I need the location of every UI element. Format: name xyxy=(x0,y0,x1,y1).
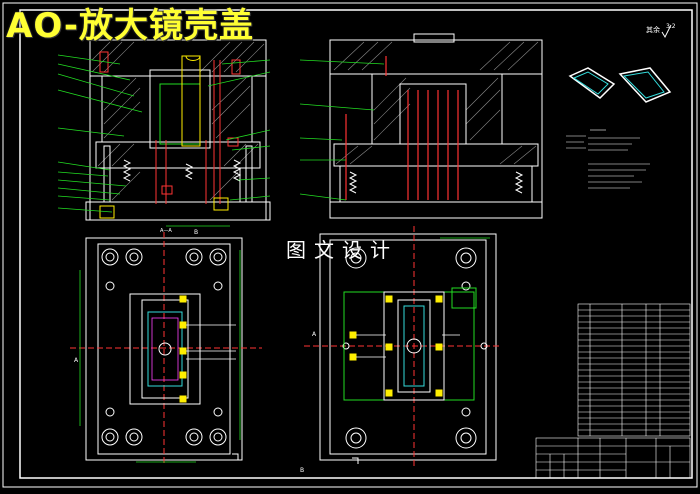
plan-view-right: A B xyxy=(300,226,500,474)
section-label-aa: A—A xyxy=(160,228,172,234)
section-label-a-right: A xyxy=(312,331,317,338)
roughness-value: 3.2 xyxy=(666,23,676,30)
inner-border xyxy=(19,9,693,479)
roughness-mark: 其余 xyxy=(646,25,660,34)
outer-border xyxy=(2,2,698,488)
section-view-left xyxy=(57,39,271,221)
section-label-b-bottom: B xyxy=(300,467,304,474)
section-label-a-left: A xyxy=(74,357,79,364)
watermark-text: 图文设计 xyxy=(286,238,398,262)
part-isometric-views xyxy=(568,67,672,103)
drawing-title: AO-放大镜壳盖 xyxy=(6,6,254,46)
plan-view-left: A B A—A xyxy=(70,225,262,466)
section-view-right xyxy=(299,33,543,219)
parts-list-table xyxy=(577,303,691,437)
section-label-b-top: B xyxy=(194,229,198,236)
roughness-symbol xyxy=(661,24,672,39)
title-block xyxy=(535,437,691,479)
technical-notes xyxy=(566,129,650,189)
